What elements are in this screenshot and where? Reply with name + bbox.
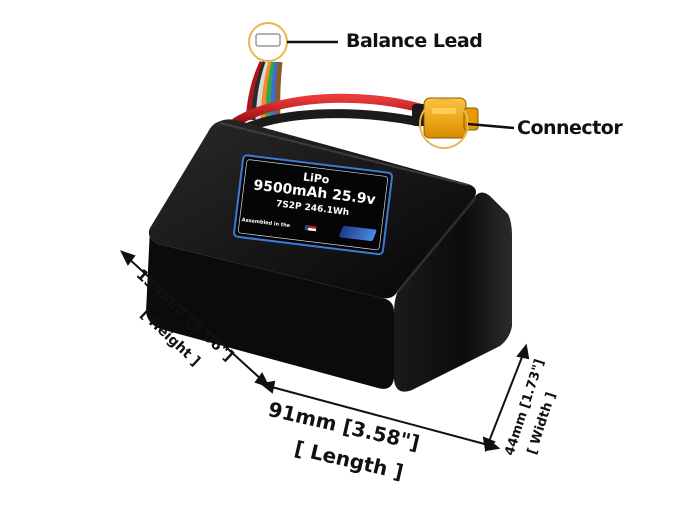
- battery-body: [146, 119, 512, 392]
- callout-balance-lead: Balance Lead: [346, 30, 483, 52]
- xt-connector: [412, 97, 479, 139]
- label-assembled-text: Assembled in the: [241, 217, 291, 230]
- dimension-arrows: [120, 250, 530, 453]
- callout-connector: Connector: [517, 117, 623, 139]
- main-power-wires: [231, 93, 425, 133]
- brand-logo-icon: [338, 225, 378, 242]
- callout-lines: [248, 22, 515, 149]
